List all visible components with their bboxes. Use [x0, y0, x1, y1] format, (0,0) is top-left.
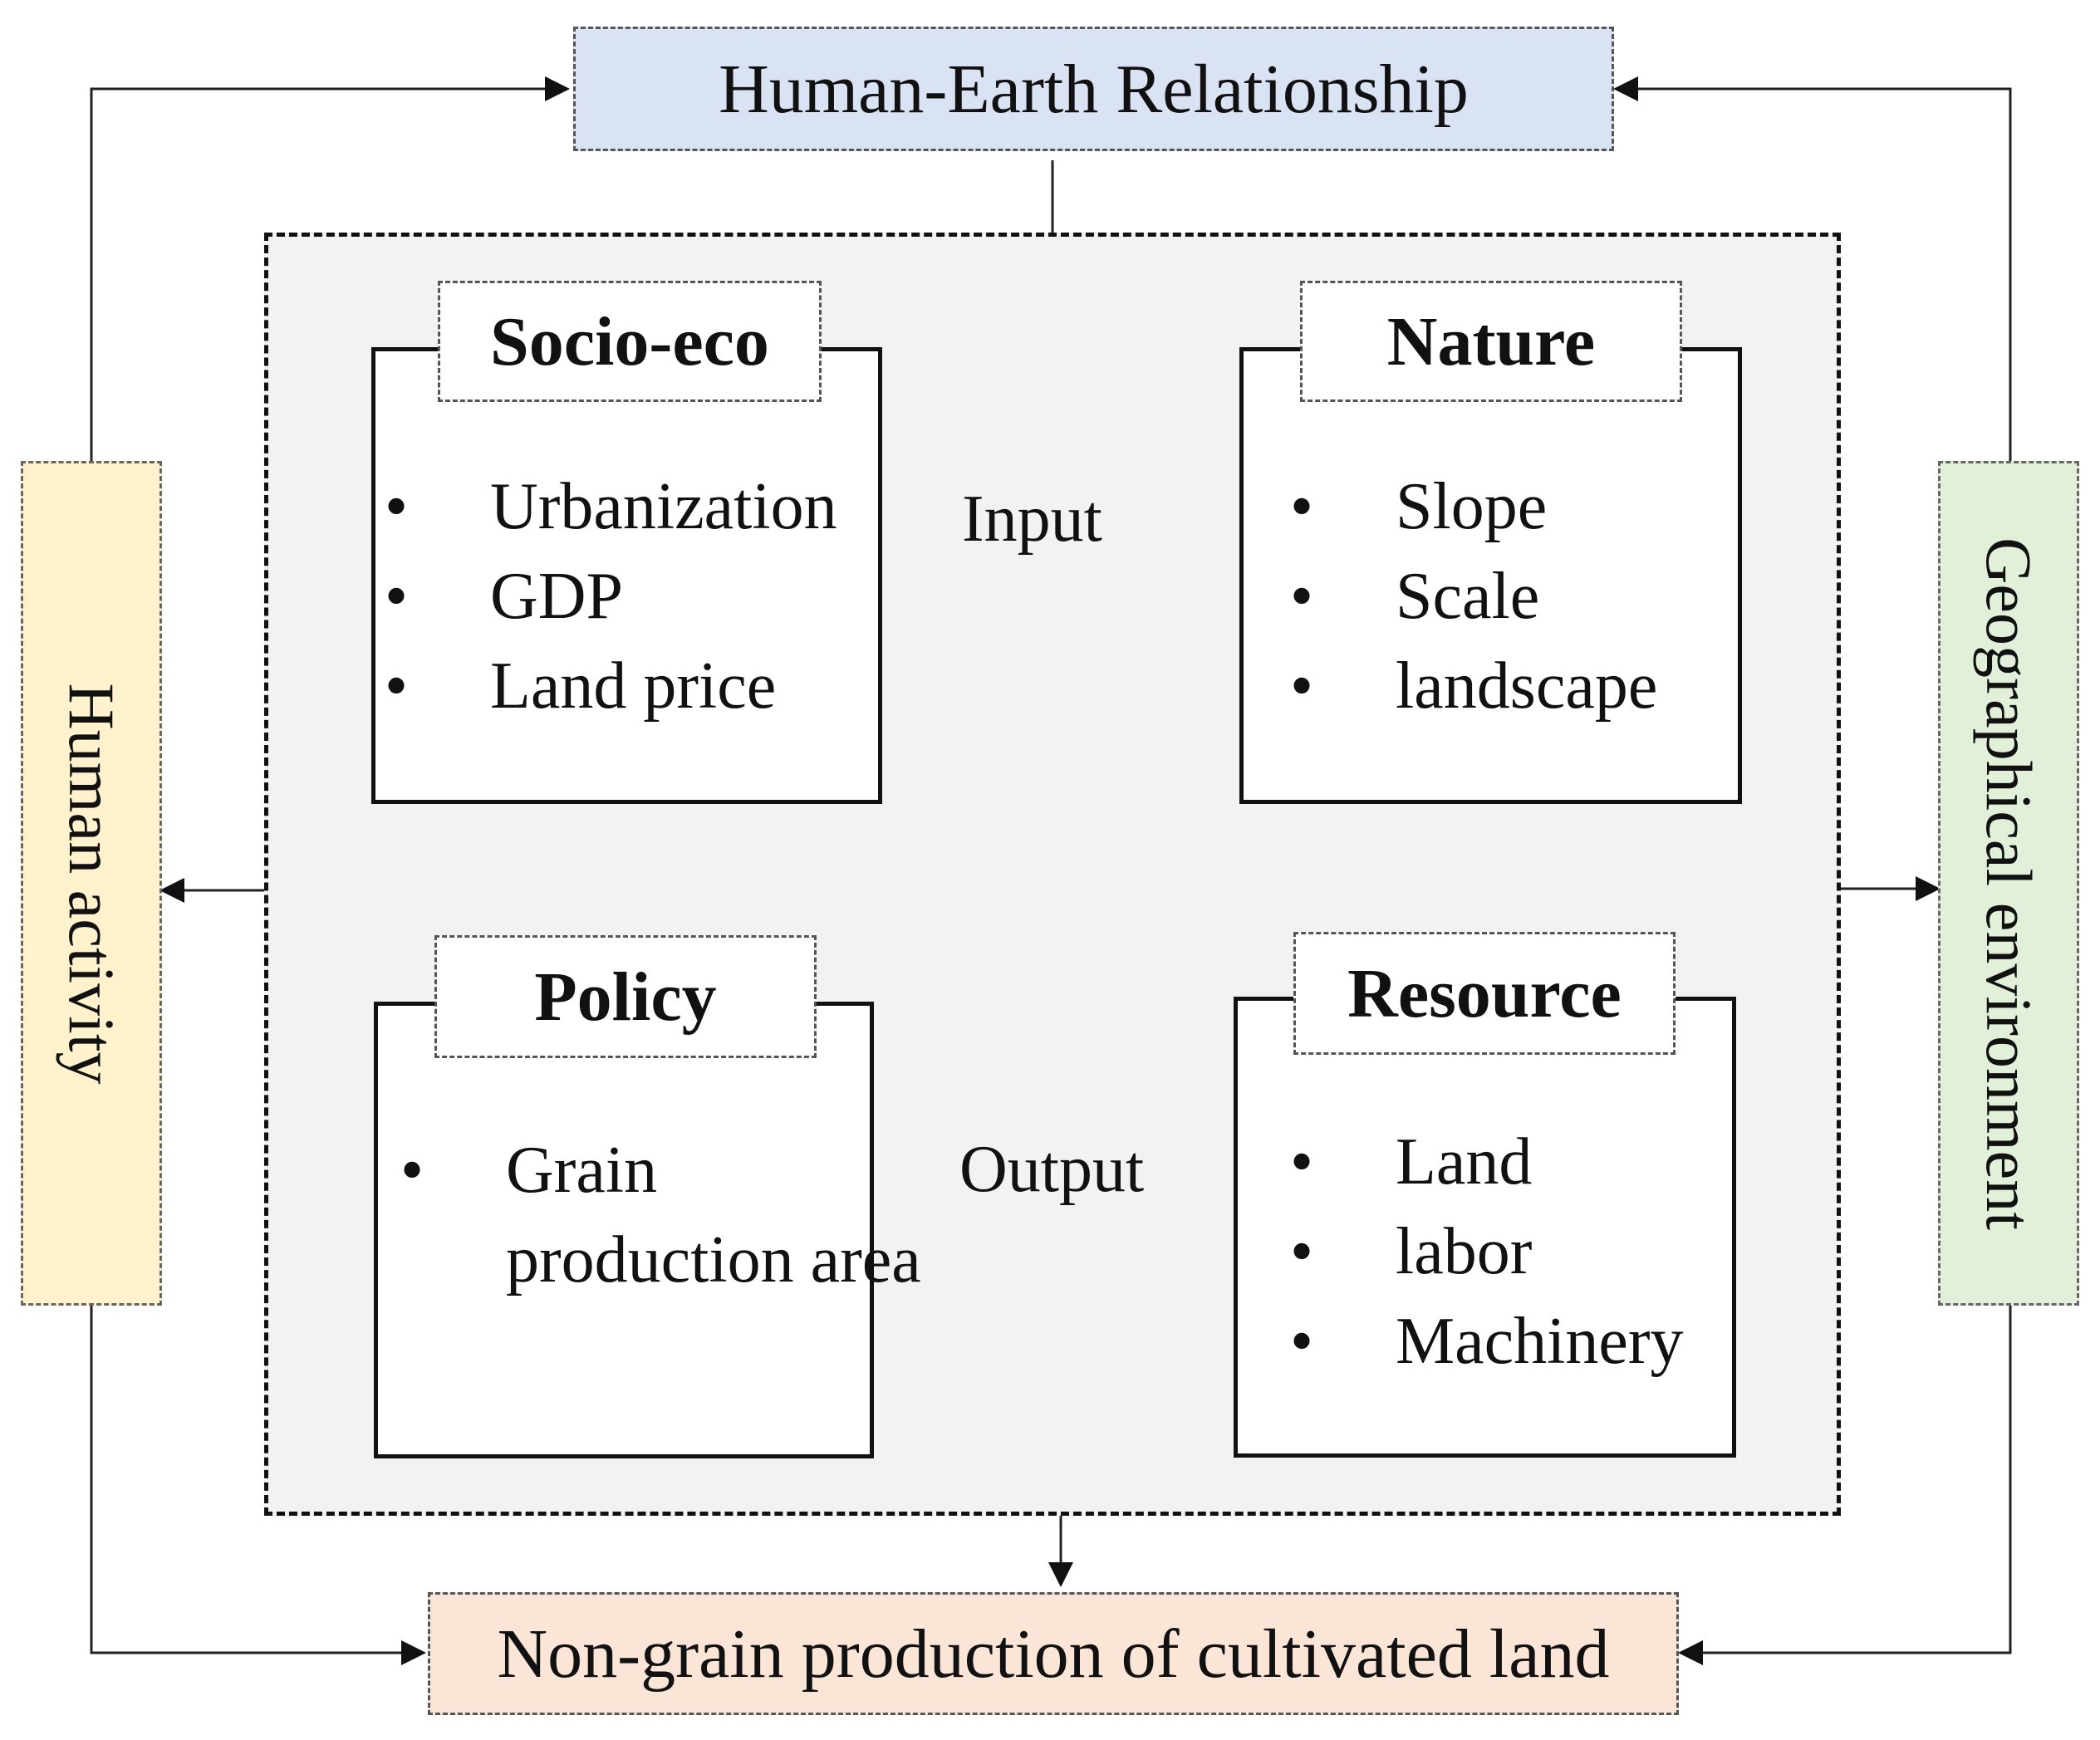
resource-title-text: Resource — [1347, 954, 1622, 1032]
human-activity-label: Human activity — [56, 682, 128, 1085]
arrow-geo-environment-to-non-grain — [1678, 1306, 2012, 1665]
non-grain-production-label: Non-grain production of cultivated land — [497, 1615, 1610, 1693]
socio-eco-item: GDP — [385, 551, 837, 641]
nature-title-text: Nature — [1386, 302, 1596, 380]
human-earth-relationship-box: Human-Earth Relationship — [573, 27, 1614, 151]
nature-item: Scale — [1290, 551, 1657, 641]
geographical-environment-box: Geographical environment — [1938, 461, 2079, 1306]
resource-item: labor — [1290, 1207, 1684, 1296]
policy-title-text: Policy — [534, 958, 717, 1036]
nature-item: landscape — [1290, 641, 1657, 731]
output-label: Output — [959, 1133, 1145, 1206]
arrow-geo-environment-to-relationship — [1613, 76, 2012, 461]
arrow-human-activity-to-relationship — [90, 76, 570, 461]
arrow-human-activity-to-non-grain — [90, 1306, 426, 1665]
resource-item: Land — [1290, 1117, 1684, 1207]
nature-list: Slope Scale landscape — [1290, 462, 1657, 731]
policy-item: Grain production area — [400, 1125, 938, 1305]
input-label: Input — [962, 483, 1102, 556]
socio-eco-title-text: Socio-eco — [490, 302, 769, 380]
socio-eco-list: Urbanization GDP Land price — [385, 462, 837, 731]
nature-title: Nature — [1300, 281, 1682, 402]
geographical-environment-label: Geographical environment — [1973, 537, 2045, 1230]
resource-item: Machinery — [1290, 1296, 1684, 1386]
human-earth-relationship-label: Human-Earth Relationship — [719, 50, 1469, 128]
non-grain-production-box: Non-grain production of cultivated land — [428, 1592, 1679, 1715]
resource-title: Resource — [1293, 932, 1676, 1055]
human-activity-box: Human activity — [21, 461, 162, 1306]
policy-title: Policy — [434, 935, 817, 1058]
socio-eco-item: Urbanization — [385, 462, 837, 551]
socio-eco-item: Land price — [385, 641, 837, 731]
socio-eco-title: Socio-eco — [438, 281, 822, 402]
resource-list: Land labor Machinery — [1290, 1117, 1684, 1386]
policy-list: Grain production area — [400, 1125, 938, 1305]
nature-item: Slope — [1290, 462, 1657, 551]
